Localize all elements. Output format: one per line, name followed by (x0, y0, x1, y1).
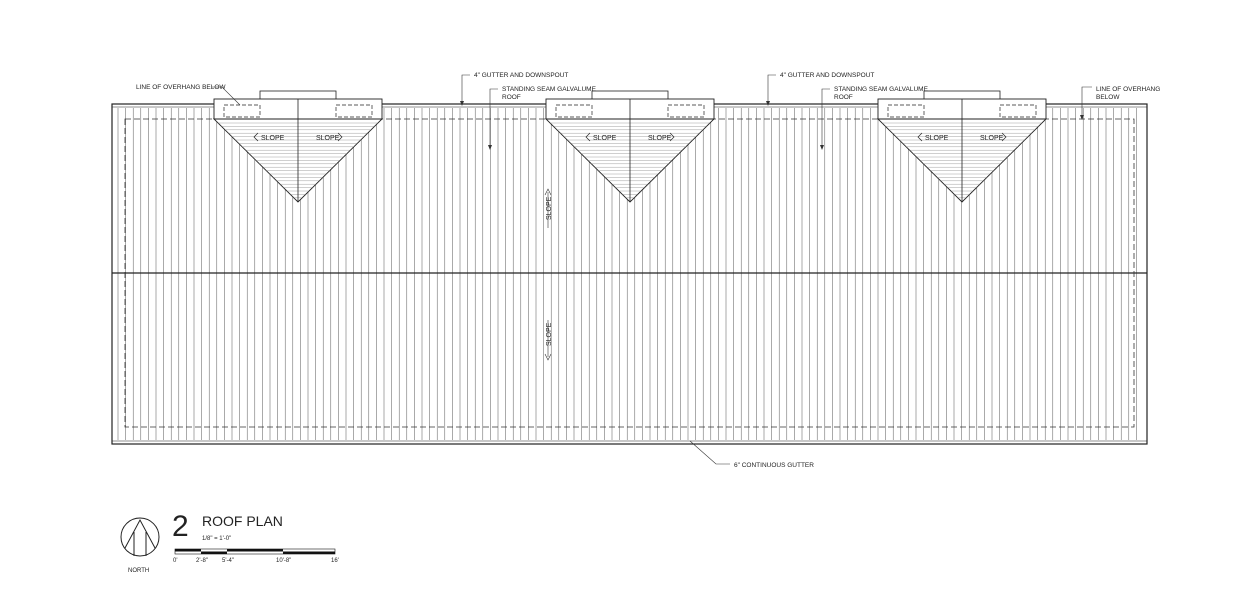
main-slope-lower: SLOPE (544, 320, 553, 361)
drawing-title: ROOF PLAN (202, 513, 283, 529)
note-roof-2-line1: STANDING SEAM GALVALUME (834, 86, 929, 93)
scale-tick-0: 0' (173, 558, 177, 564)
standing-seam-lines (117, 108, 1137, 440)
note-overhang-right-line1: LINE OF OVERHANG (1096, 86, 1160, 93)
drawing-scale: 1/8" = 1'-0" (202, 536, 231, 542)
scale-tick-1: 2'-8" (196, 558, 208, 564)
dormer-slope-left: SLOPE (593, 135, 617, 142)
note-overhang-right-line2: BELOW (1096, 94, 1120, 101)
note-continuous-gutter: 6" CONTINUOUS GUTTER (734, 462, 814, 469)
scale-tick-2: 5'-4" (222, 558, 234, 564)
dormer-group: SLOPE SLOPE SLOPE SLOPE SLOPE SLOPE (212, 90, 1048, 203)
slope-label-lower: SLOPE (546, 322, 553, 346)
scale-tick-3: 10'-8" (276, 558, 291, 564)
dormer-3: SLOPE SLOPE (876, 90, 1048, 203)
dormer-slope-right: SLOPE (316, 135, 340, 142)
drawing-number: 2 (172, 510, 189, 543)
dormer-slope-right: SLOPE (980, 135, 1004, 142)
note-overhang-left: LINE OF OVERHANG BELOW (136, 84, 226, 91)
note-gutter-1: 4" GUTTER AND DOWNSPOUT (474, 72, 568, 79)
note-roof-2-line2: ROOF (834, 94, 853, 101)
dormer-1: SLOPE SLOPE (212, 90, 384, 203)
north-arrow-icon (120, 517, 160, 557)
dormer-slope-right: SLOPE (648, 135, 672, 142)
note-gutter-2: 4" GUTTER AND DOWNSPOUT (780, 72, 874, 79)
slope-label-upper: SLOPE (546, 196, 553, 220)
dormer-2: SLOPE SLOPE (544, 90, 716, 203)
leader-lines (212, 74, 1092, 465)
scale-bar (174, 548, 336, 555)
scale-tick-4: 16' (331, 558, 339, 564)
main-slope-upper: SLOPE (544, 188, 553, 228)
dormer-slope-left: SLOPE (261, 135, 285, 142)
note-roof-1-line2: ROOF (502, 94, 521, 101)
north-label: NORTH (128, 568, 149, 574)
note-roof-1-line1: STANDING SEAM GALVALUME (502, 86, 597, 93)
dormer-slope-left: SLOPE (925, 135, 949, 142)
